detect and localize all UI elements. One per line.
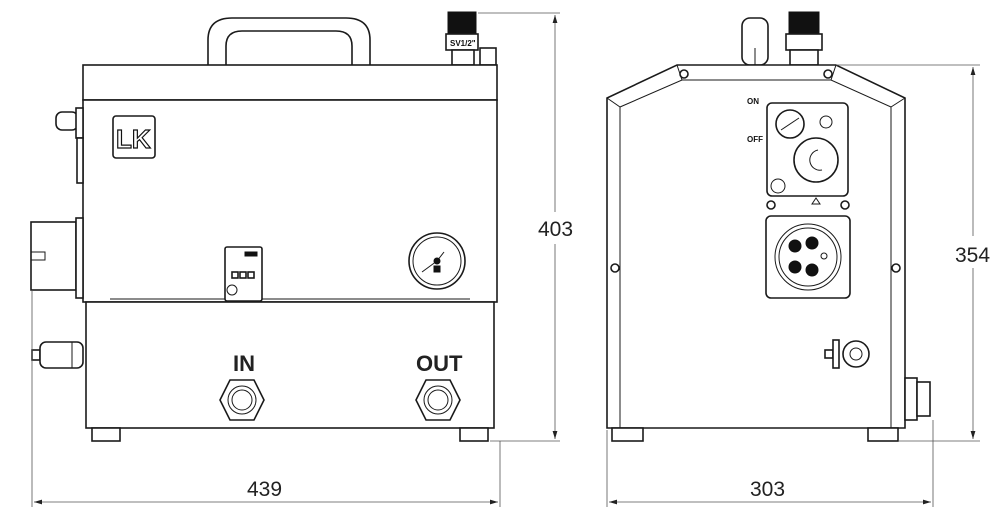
svg-text:LK: LK <box>116 124 151 154</box>
side-fitting <box>31 341 84 369</box>
top-cap <box>82 64 498 101</box>
side-knob <box>55 107 84 184</box>
safety-valve-side <box>785 11 823 66</box>
control-label-plate <box>224 246 263 302</box>
front-dimensions: 403 439 <box>31 12 573 507</box>
dimension-front-height: 403 <box>538 218 573 241</box>
side-body <box>606 64 906 429</box>
side-view: ON OFF <box>606 11 931 442</box>
carry-handle <box>207 17 371 65</box>
electrical-connector <box>30 217 84 299</box>
thermostat-dial[interactable] <box>793 137 839 183</box>
side-outlet-fitting <box>904 377 931 421</box>
front-view: SV1/2" LK <box>30 11 498 442</box>
power-socket <box>765 215 851 299</box>
inlet-label: IN <box>233 351 255 376</box>
switch-off-label: OFF <box>747 135 763 144</box>
side-dimensions: 354 303 <box>606 64 990 507</box>
control-panel <box>766 102 849 205</box>
drain-valve <box>824 339 870 369</box>
inlet-fitting <box>219 379 265 421</box>
screws <box>610 69 901 273</box>
foot <box>459 427 489 442</box>
foot <box>91 427 121 442</box>
svg-text:SV1/2": SV1/2" <box>450 39 476 48</box>
pressure-gauge <box>408 232 466 290</box>
dimension-front-width: 439 <box>247 478 282 501</box>
outlet-fitting <box>415 379 461 421</box>
foot <box>867 427 899 442</box>
switch-on-label: ON <box>747 97 759 106</box>
lk-logo: LK <box>112 115 156 159</box>
dimension-side-depth: 303 <box>750 478 785 501</box>
dimension-side-height: 354 <box>955 244 990 267</box>
outlet-label: OUT <box>416 351 463 376</box>
safety-valve: SV1/2" <box>445 11 497 66</box>
foot <box>611 427 644 442</box>
